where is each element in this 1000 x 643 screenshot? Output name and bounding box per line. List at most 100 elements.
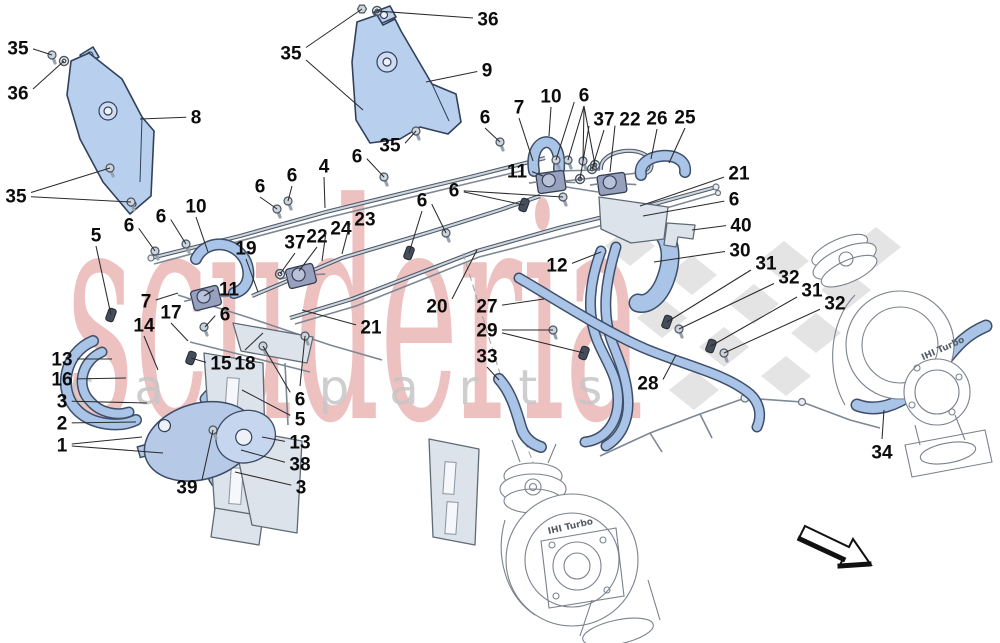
part-label: 6 [555, 86, 596, 166]
part-number: 35 [280, 44, 302, 65]
checker-diamond [729, 284, 779, 324]
leader-line [376, 10, 474, 19]
leader-line [95, 245, 112, 316]
part-label: 10 [185, 197, 209, 253]
part-label: 6 [262, 335, 306, 411]
part-number: 30 [729, 241, 750, 262]
leader-line [71, 421, 137, 424]
part-label: 5 [91, 226, 112, 316]
leader-line [298, 246, 318, 272]
leader-line [881, 409, 885, 440]
part-number: 35 [379, 136, 401, 157]
part-label: 16 [51, 370, 127, 391]
part-label: 39 [176, 429, 214, 499]
part-number: 18 [234, 354, 255, 375]
part-label: 19 [235, 239, 259, 293]
part-number: 5 [91, 226, 102, 247]
part-label: 31 [710, 281, 823, 347]
part-number: 21 [360, 318, 382, 339]
leader-line [71, 400, 148, 404]
part-label: 6 [408, 191, 447, 254]
leader-line [425, 70, 478, 83]
part-label: 6 [287, 166, 298, 202]
leader-line [609, 125, 616, 173]
part-number: 6 [156, 207, 167, 228]
part-number: 23 [354, 210, 375, 231]
leader-line [555, 101, 575, 161]
leader-line [668, 127, 686, 164]
leader-line [404, 130, 417, 144]
leader-line [279, 252, 296, 275]
leader-line [301, 309, 357, 326]
part-label: 36 [376, 10, 499, 31]
part-label: 6 [255, 177, 278, 210]
solenoid-valve [278, 262, 326, 290]
part-number: 5 [295, 410, 306, 431]
screw-icon [411, 126, 421, 141]
part-label: 11 [507, 162, 544, 183]
part-number: 24 [330, 219, 352, 240]
part-label: 6 [156, 207, 187, 245]
part-label: 35 [7, 39, 53, 60]
part-number: 10 [185, 197, 206, 218]
part-number: 6 [295, 390, 306, 411]
leader-line [139, 116, 187, 120]
part-number: 3 [296, 478, 307, 499]
part-label: 35 [280, 8, 364, 111]
leader-line [531, 171, 544, 177]
turbocharger-right: IHI Turbo [811, 233, 993, 478]
part-number: 16 [51, 370, 72, 391]
leader-line [305, 8, 363, 48]
part-label: 37 [279, 233, 306, 275]
leader-line [691, 225, 727, 231]
part-number: 6 [417, 191, 428, 212]
part-label: 20 [426, 249, 478, 318]
part-number: 7 [141, 292, 152, 313]
part-number: 29 [476, 321, 497, 342]
washer-icon [58, 55, 70, 67]
part-label: 36 [7, 60, 65, 105]
leader-line [287, 185, 293, 202]
leader-line [463, 191, 525, 206]
leader-line [579, 125, 590, 180]
checker-diamond [669, 370, 719, 410]
part-number: 6 [287, 166, 298, 187]
part-number: 6 [220, 305, 231, 326]
part-number: 11 [507, 162, 528, 183]
part-number: 38 [289, 455, 310, 476]
part-number: 1 [57, 436, 68, 457]
part-number: 37 [284, 233, 305, 254]
part-label: 5 [241, 389, 306, 431]
leader-line [486, 366, 500, 381]
leader-line [666, 269, 752, 323]
part-label: 6 [352, 147, 385, 178]
leader-line [203, 289, 215, 297]
leader-line [567, 105, 585, 161]
leader-line [710, 296, 798, 347]
leader-line [321, 232, 327, 262]
leader-line [678, 283, 775, 330]
part-number: 35 [7, 39, 29, 60]
leader-line [190, 357, 207, 363]
leader-line [204, 315, 216, 328]
part-label: 12 [546, 251, 602, 277]
leader-line [262, 345, 291, 393]
screw-icon [47, 50, 57, 65]
part-label: 3 [57, 392, 148, 413]
part-label: 40 [691, 216, 752, 237]
leader-line [583, 105, 596, 166]
part-number: 19 [235, 239, 256, 260]
leader-line [195, 216, 209, 253]
part-label: 6 [449, 181, 564, 206]
leader-line [341, 223, 351, 255]
leader-line [408, 210, 423, 254]
checker-diamond [791, 313, 841, 353]
part-number: 12 [546, 256, 567, 277]
screw-icon [674, 324, 684, 339]
part-label: 3 [234, 471, 307, 499]
part-number: 33 [476, 347, 497, 368]
part-label: 14 [133, 316, 159, 371]
leader-line [76, 377, 127, 380]
